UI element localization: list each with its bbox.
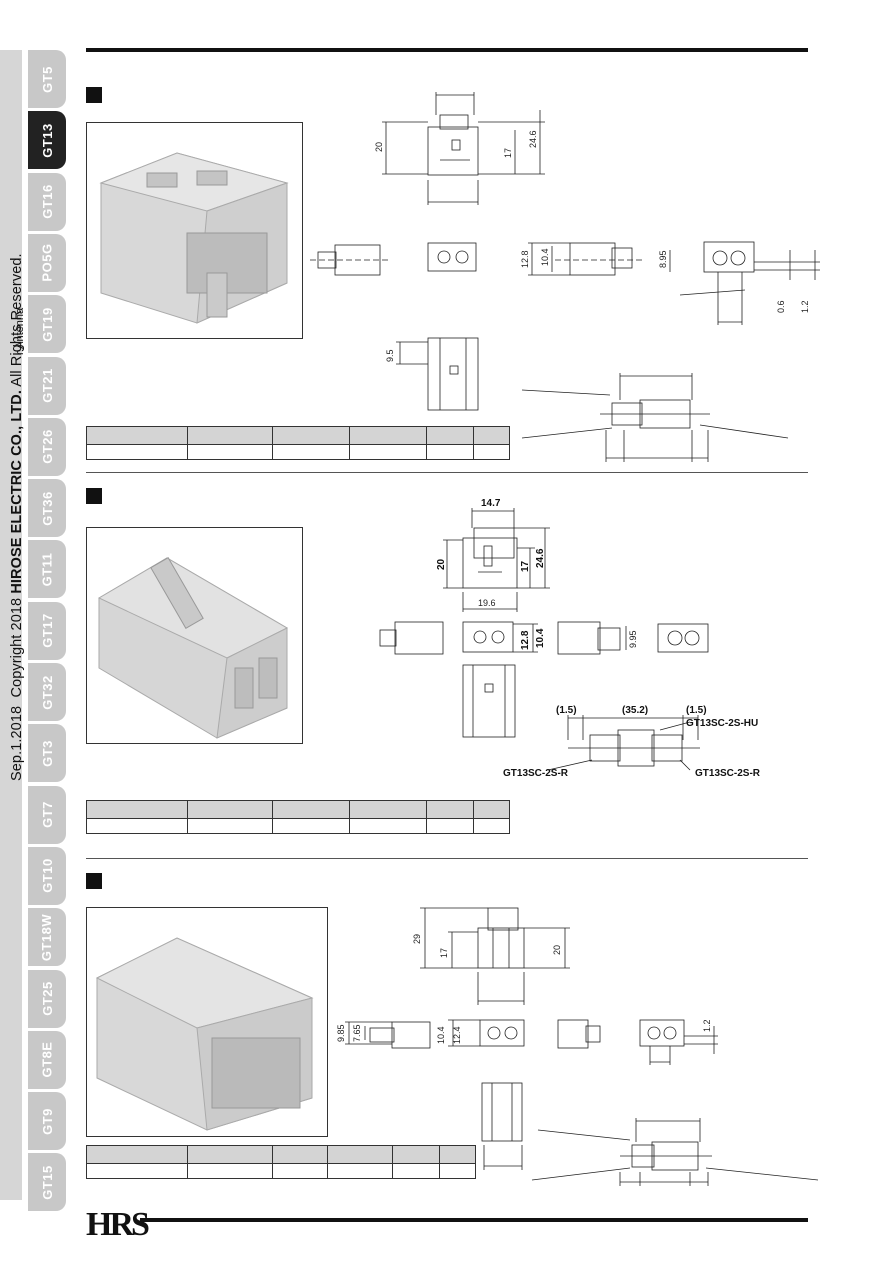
dim-2-17: 17	[520, 560, 531, 572]
top-rule	[86, 48, 808, 52]
dim-1-9-5: 9.5	[385, 349, 395, 362]
section-marker-1	[86, 87, 102, 103]
dim-1-8-95: 8.95	[658, 250, 668, 268]
dim-2-20: 20	[436, 558, 447, 570]
drawing-2-top	[462, 664, 516, 738]
drawing-2-side-left	[379, 621, 444, 655]
dim-3-12-4: 12.4	[452, 1026, 462, 1044]
tab-gt21[interactable]: GT21	[28, 356, 66, 415]
dim-1-10-4: 10.4	[540, 248, 550, 266]
drawing-1-top	[396, 337, 479, 411]
dim-2-24-6: 24.6	[535, 548, 546, 568]
dim-2-12-8: 12.8	[520, 630, 531, 650]
section-divider-2	[86, 858, 808, 859]
tab-gt5[interactable]: GT5	[28, 50, 66, 108]
tab-gt9[interactable]: GT9	[28, 1092, 66, 1151]
tab-gt8e[interactable]: GT8E	[28, 1030, 66, 1089]
label-gt13sc-2s-hu: GT13SC-2S-HU	[686, 718, 758, 729]
label-gt13sc-2s-r-right: GT13SC-2S-R	[695, 768, 761, 779]
product-photo-3	[86, 907, 328, 1137]
drawing-3-front	[420, 907, 570, 1005]
spec-table-1	[86, 426, 510, 460]
tab-gt18w[interactable]: GT18W	[28, 908, 66, 967]
dim-3-9-85: 9.85	[336, 1024, 346, 1042]
dim-2-10-4: 10.4	[535, 628, 546, 648]
drawing-1-end	[427, 242, 477, 272]
tab-gt13[interactable]: GT13	[28, 111, 66, 170]
product-photo-1	[86, 122, 303, 339]
dim-1-1-2: 1.2	[800, 300, 810, 313]
dim-3-1-2: 1.2	[702, 1019, 712, 1032]
product-photo-2	[86, 527, 303, 744]
drawing-1-side-left	[310, 244, 390, 276]
drawing-2-front	[443, 508, 550, 612]
drawing-1-mated	[521, 373, 789, 462]
drawing-2-end	[462, 621, 538, 653]
drawing-1-pcb-pattern	[679, 241, 820, 325]
tab-gt16[interactable]: GT16	[28, 172, 66, 231]
tab-gt11[interactable]: GT11	[28, 540, 66, 599]
dim-1-20: 20	[374, 142, 384, 152]
section-marker-2	[86, 488, 102, 504]
dim-2-span: (35.2)	[622, 705, 648, 716]
dim-3-10-4: 10.4	[436, 1026, 446, 1044]
dim-3-20: 20	[552, 945, 562, 955]
tab-gt26[interactable]: GT26	[28, 417, 66, 476]
sidebar-strip	[0, 50, 22, 1200]
tab-gt19[interactable]: GT19	[28, 295, 66, 354]
tab-gt17[interactable]: GT17	[28, 601, 66, 660]
drawing-3-side-right	[557, 1019, 601, 1049]
dim-3-29: 29	[412, 934, 422, 944]
dim-2-19-6: 19.6	[478, 598, 496, 608]
dim-3-7-65: 7.65	[352, 1024, 362, 1042]
connector-illustration-2	[97, 557, 289, 739]
dim-2-9-95: 9.95	[628, 630, 638, 648]
bottom-rule	[140, 1218, 808, 1222]
dim-2-14-7: 14.7	[481, 498, 501, 509]
dim-2-gap-left: (1.5)	[556, 705, 577, 716]
drawing-2-pcb	[657, 623, 709, 653]
tab-gt25[interactable]: GT25	[28, 969, 66, 1028]
drawing-3-mated	[531, 1118, 819, 1186]
hrs-logo: HRS	[86, 1206, 150, 1243]
tab-po5g[interactable]: PO5G	[28, 233, 66, 292]
dim-1-24-6: 24.6	[528, 130, 538, 148]
tab-gt7[interactable]: GT7	[28, 785, 66, 844]
tab-gt10[interactable]: GT10	[28, 846, 66, 905]
connector-illustration-1	[99, 152, 289, 324]
section-divider-1	[86, 472, 808, 473]
dim-1-0-6: 0.6	[776, 300, 786, 313]
drawing-3-pcb	[639, 1019, 718, 1065]
drawing-2-mated	[547, 715, 700, 771]
spec-table-3	[86, 1145, 476, 1179]
spec-table-2	[86, 800, 510, 834]
drawing-1-front	[382, 92, 545, 205]
drawing-1-side-right	[528, 242, 671, 276]
connector-illustration-3	[95, 937, 314, 1131]
drawing-3-side-left	[345, 1021, 431, 1049]
tab-gt3[interactable]: GT3	[28, 724, 66, 783]
dim-2-gap-right: (1.5)	[686, 705, 707, 716]
dim-3-17: 17	[439, 948, 449, 958]
tab-gt36[interactable]: GT36	[28, 479, 66, 538]
label-gt13sc-2s-r-left: GT13SC-2S-R	[503, 768, 569, 779]
tab-gt15[interactable]: GT15	[28, 1153, 66, 1212]
drawing-3-top	[481, 1082, 523, 1170]
drawing-3-end	[448, 1019, 525, 1047]
tab-gt32[interactable]: GT32	[28, 663, 66, 721]
drawing-2-side-right	[557, 621, 627, 655]
dim-1-12-8: 12.8	[520, 250, 530, 268]
dim-1-17: 17	[503, 148, 513, 158]
section-marker-3	[86, 873, 102, 889]
